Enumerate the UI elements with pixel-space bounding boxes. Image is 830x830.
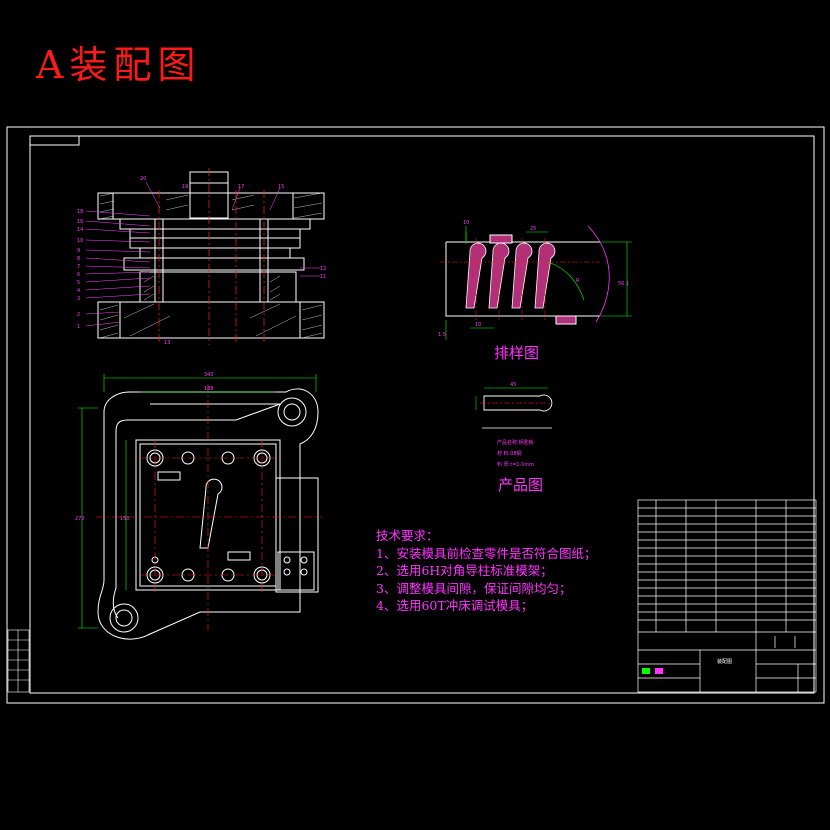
svg-text:料 厚:t=1.0mm: 料 厚:t=1.0mm bbox=[497, 461, 534, 468]
svg-text:10: 10 bbox=[475, 322, 481, 328]
side-stamp-table bbox=[7, 629, 30, 693]
svg-text:1.5: 1.5 bbox=[438, 332, 446, 338]
tech-requirements-heading: 技术要求： bbox=[376, 528, 439, 543]
svg-text:20: 20 bbox=[140, 176, 146, 182]
svg-text:270: 270 bbox=[75, 516, 85, 522]
strip-layout-drawing: 10 25 56.1 R 10 1.5 bbox=[438, 220, 632, 340]
svg-text:56.1: 56.1 bbox=[618, 281, 629, 287]
svg-text:15: 15 bbox=[278, 184, 284, 190]
svg-text:12: 12 bbox=[320, 266, 326, 272]
svg-text:2: 2 bbox=[77, 312, 80, 318]
svg-text:材 料:08钢: 材 料:08钢 bbox=[497, 450, 522, 457]
tech-requirement-item: 1、安装模具前检查零件是否符合图纸； bbox=[376, 545, 597, 561]
svg-text:6: 6 bbox=[77, 272, 80, 278]
svg-text:13: 13 bbox=[164, 340, 170, 346]
svg-text:16: 16 bbox=[77, 219, 83, 225]
svg-text:3: 3 bbox=[77, 296, 80, 302]
svg-text:9: 9 bbox=[77, 248, 80, 254]
product-drawing: 45 产品名称:钥匙板 材 料:08钢 料 厚:t=1.0mm bbox=[475, 382, 553, 468]
title-block: 装配图 bbox=[637, 499, 817, 693]
svg-text:R: R bbox=[576, 278, 580, 284]
drawing-title: A装配图 bbox=[36, 43, 202, 87]
svg-text:45: 45 bbox=[510, 382, 516, 388]
svg-text:装配图: 装配图 bbox=[717, 658, 732, 665]
technical-requirements: 技术要求： 1、安装模具前检查零件是否符合图纸； 2、选用6H对角导柱标准模架；… bbox=[376, 527, 596, 615]
svg-text:7: 7 bbox=[77, 264, 80, 270]
svg-text:14: 14 bbox=[77, 227, 83, 233]
svg-text:10: 10 bbox=[77, 238, 83, 244]
svg-text:5: 5 bbox=[77, 280, 80, 286]
tech-requirement-item: 4、选用60T冲床调试模具； bbox=[376, 598, 534, 613]
svg-text:产品名称:钥匙板: 产品名称:钥匙板 bbox=[497, 439, 534, 446]
svg-text:150: 150 bbox=[120, 516, 130, 522]
tech-requirement-item: 2、选用6H对角导柱标准模架； bbox=[376, 563, 553, 578]
tech-requirement-item: 3、调整模具间隙，保证间隙均匀； bbox=[376, 580, 572, 596]
svg-text:11: 11 bbox=[320, 274, 326, 280]
svg-text:340: 340 bbox=[204, 372, 214, 378]
svg-text:8: 8 bbox=[77, 256, 80, 262]
svg-text:1: 1 bbox=[77, 324, 80, 330]
layout-drawing-title: 排样图 bbox=[494, 344, 540, 362]
svg-text:10: 10 bbox=[463, 220, 469, 226]
svg-text:25: 25 bbox=[530, 226, 536, 232]
svg-text:18: 18 bbox=[77, 209, 83, 215]
sheet-border bbox=[6, 126, 825, 704]
product-drawing-title: 产品图 bbox=[498, 476, 544, 494]
svg-text:188: 188 bbox=[204, 386, 214, 392]
svg-text:17: 17 bbox=[238, 184, 244, 190]
svg-text:19: 19 bbox=[182, 184, 188, 190]
plan-view: 340 188 270 150 bbox=[75, 372, 322, 640]
svg-text:4: 4 bbox=[77, 288, 80, 294]
